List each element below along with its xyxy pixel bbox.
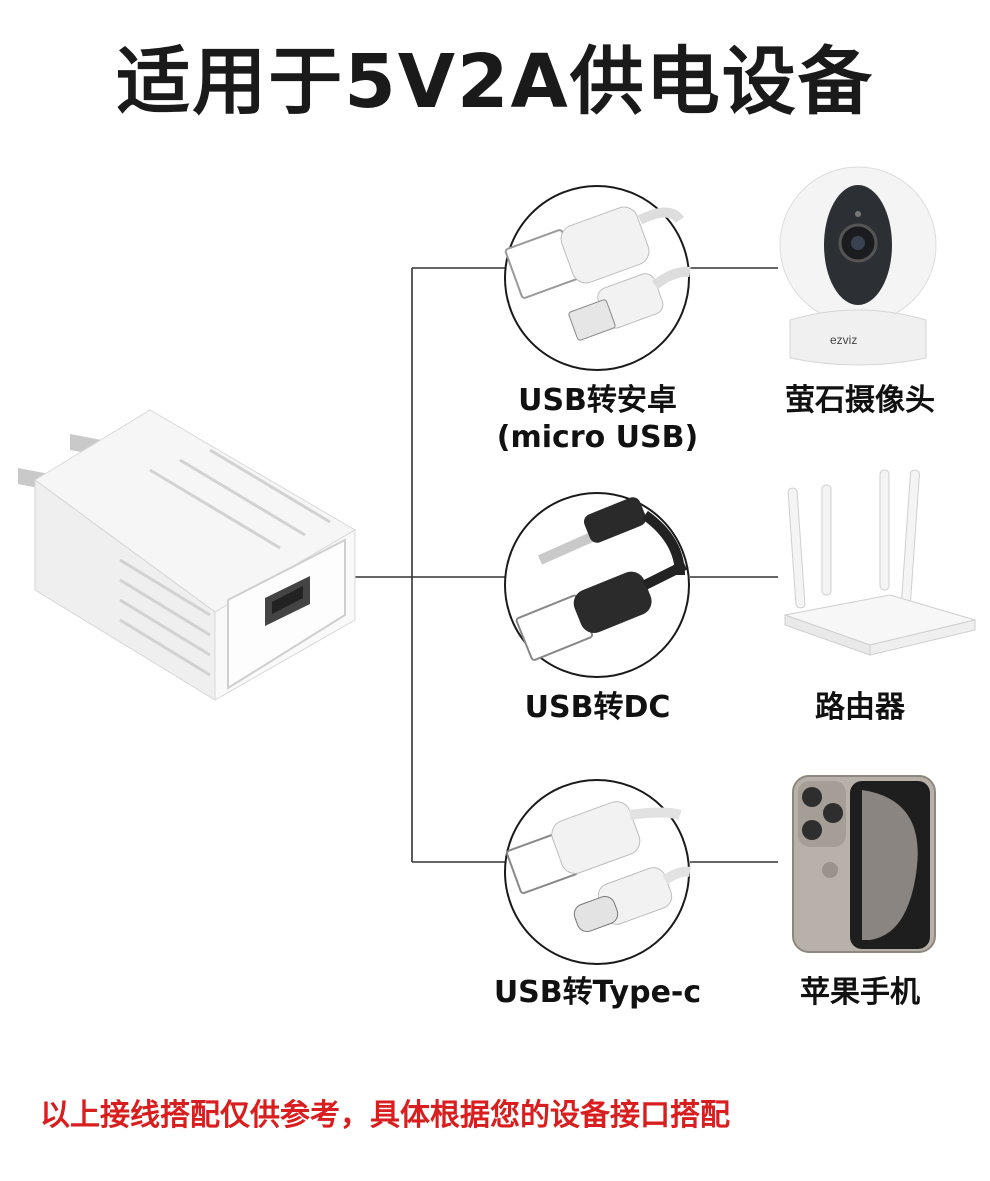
phone-icon [792,775,936,953]
cable-label-line1: USB转安卓 [518,383,677,418]
power-adapter-icon [18,409,356,701]
connector-lines [355,267,778,863]
camera-icon: ezviz [779,166,937,366]
device-label-camera: 萤石摄像头 [785,383,935,418]
micro-usb-cable-icon [504,185,691,371]
cable-label-dc: USB转DC [524,690,671,725]
router-icon [783,469,977,656]
cable-label-type-c: USB转Type-c [493,975,702,1010]
cable-label-micro-usb: USB转安卓 (micro USB) [470,383,725,456]
disclaimer-note: 以上接线搭配仅供参考，具体根据您的设备接口搭配 [40,1098,730,1133]
cable-label-line2: (micro USB) [496,419,699,455]
page-title: 适用于5V2A供电设备 [116,39,874,125]
device-label-phone: 苹果手机 [800,975,920,1010]
type-c-cable-icon [504,779,691,965]
device-label-router: 路由器 [815,690,905,725]
dc-cable-icon [504,492,690,678]
svg-text:ezviz: ezviz [830,333,857,347]
